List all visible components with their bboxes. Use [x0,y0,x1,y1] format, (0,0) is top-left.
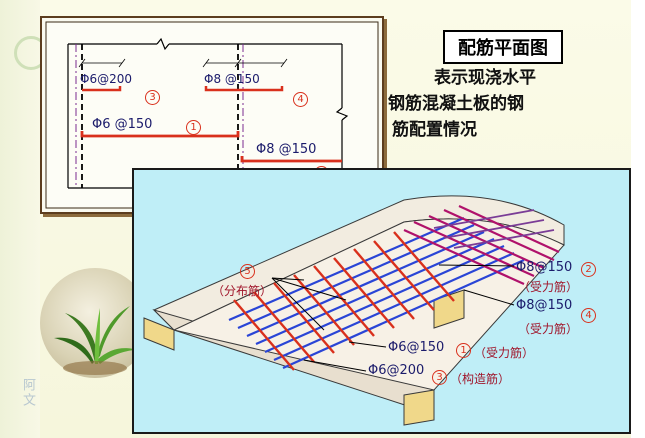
rebar2-spec: Φ8 @150 [256,142,317,157]
rebar3-spec: Φ6@200 [80,72,132,86]
isometric-slab-panel: 5 （分布筋） Φ8@150 2 （受力筋） Φ8@150 4 （受力筋） Φ6… [132,168,631,434]
diagram-description: 表示现浇水平 钢筋混凝土板的钢 筋配置情况 [388,65,623,155]
rebar4-number-badge: 4 [293,92,308,107]
label2-number-badge: 2 [581,262,596,277]
label4-spec: Φ8@150 [516,298,573,313]
label1-type: （受力筋） [474,346,535,360]
label4-type: （受力筋） [518,322,579,336]
description-line-1: 表示现浇水平 [434,68,536,88]
rebar4-spec: Φ8 @150 [204,72,260,86]
label4-number-badge: 4 [581,308,596,323]
label3-spec: Φ6@200 [368,363,425,378]
watermark-text: 阿文 [20,378,35,408]
plant-photo [40,268,150,378]
rebar3-number-badge: 3 [145,90,160,105]
label2-spec: Φ8@150 [516,260,573,275]
label1-number-badge: 1 [456,343,471,358]
label5-number-badge: 5 [240,264,255,279]
label2-type: （受力筋） [518,280,579,294]
rebar1-spec: Φ6 @150 [92,117,153,132]
description-line-2: 钢筋混凝土板的钢 [388,94,524,114]
slide-right-edge [631,0,645,438]
diagram-title: 配筋平面图 [443,30,563,64]
slide-left-band [0,0,40,438]
label3-number-badge: 3 [432,370,447,385]
label5-type: （分布筋） [212,284,273,298]
label1-spec: Φ6@150 [388,340,445,355]
label3-type: （构造筋） [450,372,511,386]
description-line-3: 筋配置情况 [392,120,477,140]
rebar1-number-badge: 1 [186,120,201,135]
